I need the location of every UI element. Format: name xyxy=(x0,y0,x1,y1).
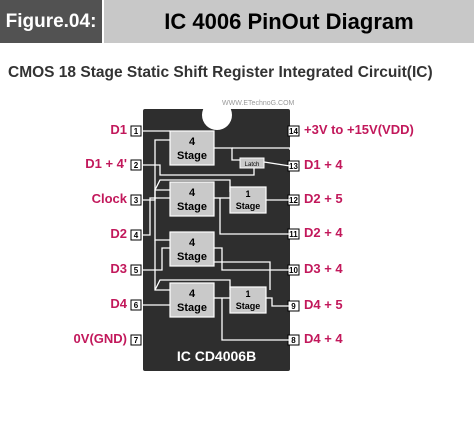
pin-number: 8 xyxy=(291,336,296,345)
stage-4-block-4: 4 Stage xyxy=(169,282,215,318)
figure-tag: Figure.04: xyxy=(0,0,102,43)
pin-label-left: 0V(GND) xyxy=(73,331,127,346)
pin-label-right: D1 + 4 xyxy=(304,157,343,172)
pin-label-left: D4 xyxy=(110,296,127,311)
pin-number: 3 xyxy=(134,196,139,205)
pin-number: 12 xyxy=(289,196,298,205)
latch-block: Latch xyxy=(239,157,265,169)
pin-label-right: D3 + 4 xyxy=(304,261,343,276)
chip-name: IC CD4006B xyxy=(176,348,257,364)
stage-label: Stage xyxy=(177,251,207,263)
stage-4-block-2: 4 Stage xyxy=(169,181,215,217)
pin-number: 14 xyxy=(289,127,298,136)
pin-number: 11 xyxy=(289,230,298,239)
pin-label-left: Clock xyxy=(91,191,127,206)
stage-4-block-1: 4 Stage xyxy=(169,130,215,166)
pin-number: 10 xyxy=(289,266,298,275)
stage-label: Stage xyxy=(177,150,207,162)
stage-number: 1 xyxy=(245,189,250,199)
pin-label-right: D4 + 4 xyxy=(304,331,343,346)
stage-number: 4 xyxy=(189,288,196,300)
latch-label: Latch xyxy=(245,162,260,168)
stage-number: 1 xyxy=(245,289,250,299)
stage-4-block-3: 4 Stage xyxy=(169,231,215,267)
pin-label-left: D2 xyxy=(110,226,127,241)
pin-label-left: D1 + 4' xyxy=(85,156,127,171)
pin-label-left: D3 xyxy=(110,261,127,276)
stage-1-block-lower: 1 Stage xyxy=(229,286,267,314)
stage-label: Stage xyxy=(177,201,207,213)
pin-number: 1 xyxy=(134,127,139,136)
pin-1: 1 xyxy=(130,125,142,137)
stage-label: Stage xyxy=(177,302,207,314)
pin-4: 4 xyxy=(130,229,142,241)
page-title: IC 4006 PinOut Diagram xyxy=(104,0,474,43)
stage-number: 4 xyxy=(189,237,196,249)
pin-number: 5 xyxy=(134,266,139,275)
pin-label-left: D1 xyxy=(110,122,127,137)
pin-label-right: D4 + 5 xyxy=(304,297,343,312)
pin-label-right: +3V to +15V(VDD) xyxy=(304,122,414,137)
subtitle: CMOS 18 Stage Static Shift Register Inte… xyxy=(8,64,433,81)
pin-number: 7 xyxy=(134,336,139,345)
pin-number: 9 xyxy=(291,302,296,311)
ic-notch xyxy=(202,100,232,130)
pin-label-right: D2 + 4 xyxy=(304,225,343,240)
stage-number: 4 xyxy=(189,187,196,199)
stage-label: Stage xyxy=(236,201,261,211)
pin-7: 7 xyxy=(130,334,142,346)
pin-3: 3 xyxy=(130,194,142,206)
stage-label: Stage xyxy=(236,301,261,311)
pin-2: 2 xyxy=(130,159,142,171)
stage-1-block-upper: 1 Stage xyxy=(229,186,267,214)
pin-label-right: D2 + 5 xyxy=(304,191,343,206)
watermark: WWW.ETechnoG.COM xyxy=(222,100,295,107)
pin-number: 2 xyxy=(134,161,139,170)
pin-number: 13 xyxy=(289,162,298,171)
pin-6: 6 xyxy=(130,299,142,311)
pin-14: 14 xyxy=(287,125,300,137)
pin-5: 5 xyxy=(130,264,142,276)
pin-number: 4 xyxy=(134,231,139,240)
pin-number: 6 xyxy=(134,301,139,310)
stage-number: 4 xyxy=(189,136,196,148)
